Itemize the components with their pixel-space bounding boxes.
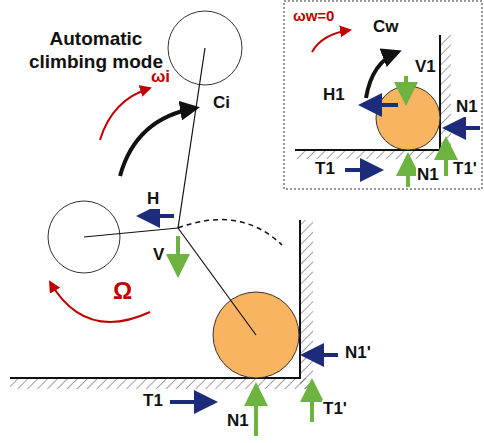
- force-label: Ω: [112, 278, 133, 304]
- rotation-arrow: [312, 30, 350, 52]
- arm: [84, 228, 178, 237]
- wall-hatch: [300, 220, 313, 389]
- rotation-arrow: [100, 88, 150, 140]
- force-label: T1: [314, 160, 336, 179]
- step-corner: [295, 35, 440, 150]
- force-arrow: [446, 126, 480, 130]
- force-arrow: [140, 214, 174, 218]
- force-label: V1: [414, 58, 437, 77]
- torque-arrow: [366, 52, 398, 98]
- force-arrow: [406, 156, 410, 187]
- force-label: ωi: [150, 68, 171, 87]
- force-label: ωw=0: [292, 8, 335, 25]
- diagram-title: Automatic climbing mode: [8, 28, 184, 74]
- force-arrow: [176, 236, 180, 274]
- force-label: V: [152, 246, 165, 265]
- force-arrow: [345, 168, 380, 172]
- force-arrow: [170, 400, 214, 404]
- force-label: Ci: [212, 94, 231, 113]
- arm: [178, 48, 205, 228]
- force-arrow: [304, 353, 338, 357]
- force-label: T1': [322, 400, 348, 419]
- arm: [178, 228, 256, 335]
- force-label: N1': [344, 344, 372, 363]
- force-arrow: [362, 103, 398, 107]
- floor-hatch: [295, 150, 440, 159]
- force-label: N1: [416, 166, 440, 185]
- force-arrow: [404, 76, 408, 102]
- floor-hatch: [10, 378, 310, 389]
- force-label: Cw: [372, 18, 400, 37]
- force-label: H1: [322, 86, 346, 105]
- force-arrow: [310, 382, 314, 422]
- torque-arrow: [120, 108, 196, 176]
- force-label: T1: [142, 392, 164, 411]
- swing-path: [178, 220, 282, 245]
- force-label: N1: [455, 98, 479, 117]
- force-label: H: [146, 190, 160, 209]
- force-label: T1': [452, 160, 478, 179]
- force-arrow: [254, 386, 258, 436]
- force-label: N1: [226, 412, 250, 431]
- inset-frame: [284, 1, 482, 189]
- rotation-arrow: [50, 282, 150, 322]
- force-arrow: [444, 140, 448, 176]
